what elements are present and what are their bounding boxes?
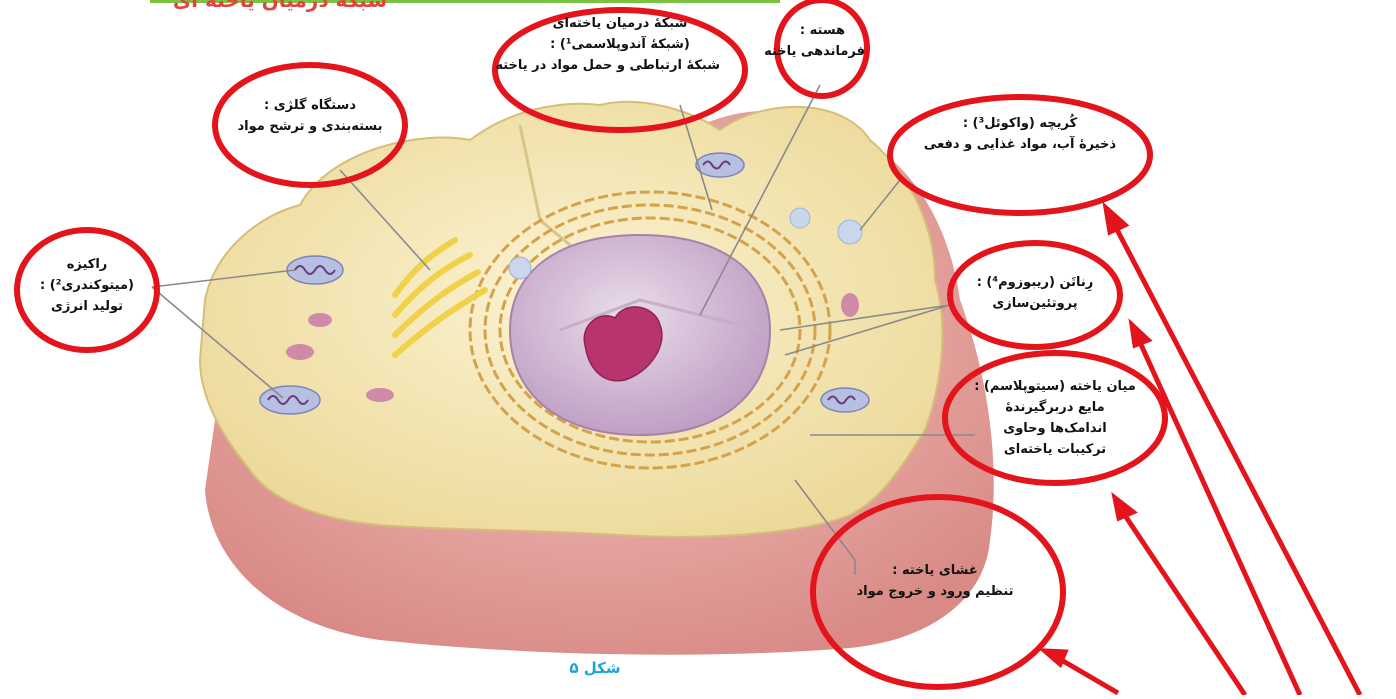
label-line: شبکهٔ درمیان یاخته‌ای [520, 13, 720, 34]
label-golgi: دستگاه گلژی : بسته‌بندی و ترشح مواد [220, 95, 400, 137]
label-line: کُریچه (واکوئل³) : [905, 113, 1135, 134]
label-endoplasmic-reticulum: شبکهٔ درمیان یاخته‌ای (شبکهٔ آندوپلاسمی¹… [520, 13, 720, 76]
label-line: (شبکهٔ آندوپلاسمی¹) : [520, 34, 720, 55]
label-line: شبکهٔ ارتباطی و حمل مواد در یاخته [520, 55, 720, 76]
label-mitochondria: راکیزه (میتوکندری²) : تولید انرژی [22, 254, 152, 317]
figure-caption: شکل ۵ [540, 659, 650, 677]
label-line: (میتوکندری²) : [22, 275, 152, 296]
section-header: شبکهٔ درمیان یاخته ای [150, 0, 410, 12]
label-line: تولید انرژی [22, 296, 152, 317]
label-line: ذخیرهٔ آب، مواد غذایی و دفعی [905, 134, 1135, 155]
label-line: میان یاخته (سیتوپلاسم) : [955, 376, 1155, 397]
label-cell-membrane: غشای یاخته : تنظیم ورود و خروج مواد [835, 560, 1035, 602]
label-line: راکیزه [22, 254, 152, 275]
label-line: فرماندهی یاخته [780, 41, 865, 62]
label-ribosome: رِناتَن (ریبوزوم⁴) : پروتئین‌سازی [955, 272, 1115, 314]
label-line: رِناتَن (ریبوزوم⁴) : [955, 272, 1115, 293]
label-cytoplasm: میان یاخته (سیتوپلاسم) : مایع دربرگیرنده… [955, 376, 1155, 460]
label-line: بسته‌بندی و ترشح مواد [220, 116, 400, 137]
label-line: پروتئین‌سازی [955, 293, 1115, 314]
label-line: تنظیم ورود و خروج مواد [835, 581, 1035, 602]
label-vacuole: کُریچه (واکوئل³) : ذخیرهٔ آب، مواد غذایی… [905, 113, 1135, 155]
label-line: غشای یاخته : [835, 560, 1035, 581]
label-line: مایع دربرگیرندهٔ [955, 397, 1155, 418]
label-line: دستگاه گلژی : [220, 95, 400, 116]
label-line: ترکیبات یاخته‌ای [955, 439, 1155, 460]
label-line: هسته : [780, 20, 865, 41]
label-nucleus: هسته : فرماندهی یاخته [780, 20, 865, 62]
label-line: اندامک‌ها وحاوی [955, 418, 1155, 439]
